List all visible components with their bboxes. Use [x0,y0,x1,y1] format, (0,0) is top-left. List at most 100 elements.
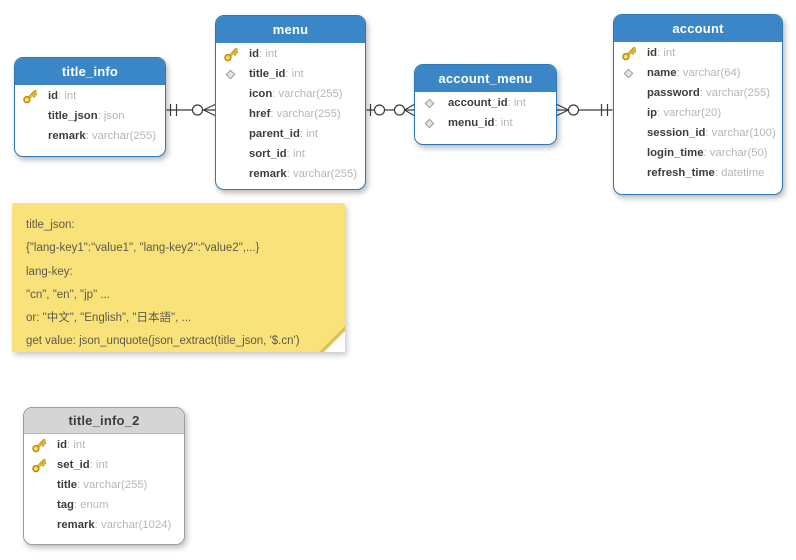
column-type: : int [58,90,77,102]
note-corner-fold [324,331,345,352]
column-row[interactable]: remark: varchar(255) [216,164,365,184]
column-type: : int [494,117,513,129]
column-name: ip [647,107,658,119]
column-name: href [249,108,271,120]
key-icon [31,458,57,473]
note-line: or: "中文", "English", "日本語", ... [26,312,192,325]
column-row[interactable]: icon: varchar(255) [216,84,365,104]
column-row[interactable]: ip: varchar(20) [614,103,782,123]
column-row[interactable]: account_id: int [415,93,556,113]
column-type: : varchar(255) [77,479,148,491]
column-row[interactable]: session_id: varchar(100) [614,123,782,143]
column-row[interactable]: name: varchar(64) [614,63,782,83]
connector-menu-account_menu[interactable] [367,104,415,116]
note-line: title_json: [26,219,75,231]
column-type: : datetime [714,167,765,179]
column-type: : varchar(20) [657,107,722,119]
column-type: : varchar(50) [703,147,768,159]
table-title_info_2[interactable]: title_info_2 id: int set_id: int title: … [23,407,185,545]
diamond-icon [621,68,647,79]
column-name: remark [48,130,86,142]
column-type: : enum [73,499,109,511]
column-row[interactable]: remark: varchar(255) [15,126,165,146]
column-row[interactable]: title_json: json [15,106,165,126]
column-row[interactable]: password: varchar(255) [614,83,782,103]
column-row[interactable]: refresh_time: datetime [614,163,782,183]
column-type: : int [507,97,526,109]
column-type: : json [97,110,125,122]
column-type: : varchar(100) [705,127,776,139]
column-name: title_id [249,68,286,80]
table-menu[interactable]: menu id: int title_id: int icon: varchar… [215,15,366,190]
column-name: icon [249,88,273,100]
table-title[interactable]: account_menu [415,65,556,92]
column-type: : varchar(255) [85,130,157,142]
table-columns: id: int title_id: int icon: varchar(255)… [216,43,365,188]
column-row[interactable]: id: int [216,44,365,64]
column-type: : int [285,68,304,80]
column-type: : int [259,48,278,60]
column-type: : varchar(255) [272,88,343,100]
column-name: id [647,47,658,59]
column-row[interactable]: sort_id: int [216,144,365,164]
note-line: {"lang-key1":"value1", "lang-key2":"valu… [26,242,260,255]
key-icon [223,47,249,62]
table-columns: account_id: int menu_id: int [415,92,556,137]
table-account_menu[interactable]: account_menu account_id: int menu_id: in… [414,64,557,145]
column-type: : int [299,128,319,140]
column-type: : int [286,148,305,160]
table-columns: id: int name: varchar(64) password: varc… [614,42,782,187]
column-name: menu_id [448,117,495,129]
column-name: session_id [647,127,706,139]
column-name: sort_id [249,148,287,160]
column-name: id [57,439,68,451]
column-row[interactable]: menu_id: int [415,113,556,133]
column-row[interactable]: remark: varchar(1024) [24,515,184,535]
column-type: : varchar(255) [286,168,358,180]
column-row[interactable]: id: int [614,43,782,63]
sticky-note[interactable]: title_json: {"lang-key1":"value1", "lang… [12,203,345,352]
column-type: : int [89,459,108,471]
table-columns: id: int title_json: json remark: varchar… [15,85,165,150]
column-row[interactable]: title_id: int [216,64,365,84]
connector-title_info-menu[interactable] [167,104,216,116]
column-name: id [249,48,260,60]
table-title[interactable]: menu [216,16,365,43]
column-row[interactable]: id: int [24,435,184,455]
column-name: title_json [48,110,98,122]
key-icon [621,46,647,61]
column-row[interactable]: login_time: varchar(50) [614,143,782,163]
column-row[interactable]: parent_id: int [216,124,365,144]
column-name: password [647,87,700,99]
table-title[interactable]: title_info_2 [24,408,184,434]
column-row[interactable]: set_id: int [24,455,184,475]
column-name: tag [57,499,74,511]
column-name: parent_id [249,128,300,140]
note-line: get value: json_unquote(json_extract(tit… [26,335,300,348]
column-type: : varchar(1024) [94,519,172,531]
column-name: name [647,67,677,79]
column-row[interactable]: id: int [15,86,165,106]
table-title_info[interactable]: title_info id: int title_json: json rema… [14,57,166,157]
table-title[interactable]: title_info [15,58,165,85]
table-columns: id: int set_id: int title: varchar(255) … [24,434,184,539]
column-name: login_time [647,147,704,159]
column-name: account_id [448,97,508,109]
column-type: : int [657,47,676,59]
column-name: refresh_time [647,167,715,179]
diamond-icon [223,69,249,80]
column-type: : varchar(255) [270,108,341,120]
column-row[interactable]: href: varchar(255) [216,104,365,124]
note-line: "cn", "en", "jp" ... [26,288,110,301]
column-row[interactable]: title: varchar(255) [24,475,184,495]
note-line: lang-key: [26,265,73,278]
column-type: : varchar(255) [699,87,771,99]
connector-account_menu-account[interactable] [557,104,613,116]
column-row[interactable]: tag: enum [24,495,184,515]
table-title[interactable]: account [614,15,782,42]
column-name: title [57,479,78,491]
key-icon [22,89,48,104]
table-account[interactable]: account id: int name: varchar(64) passwo… [613,14,783,195]
